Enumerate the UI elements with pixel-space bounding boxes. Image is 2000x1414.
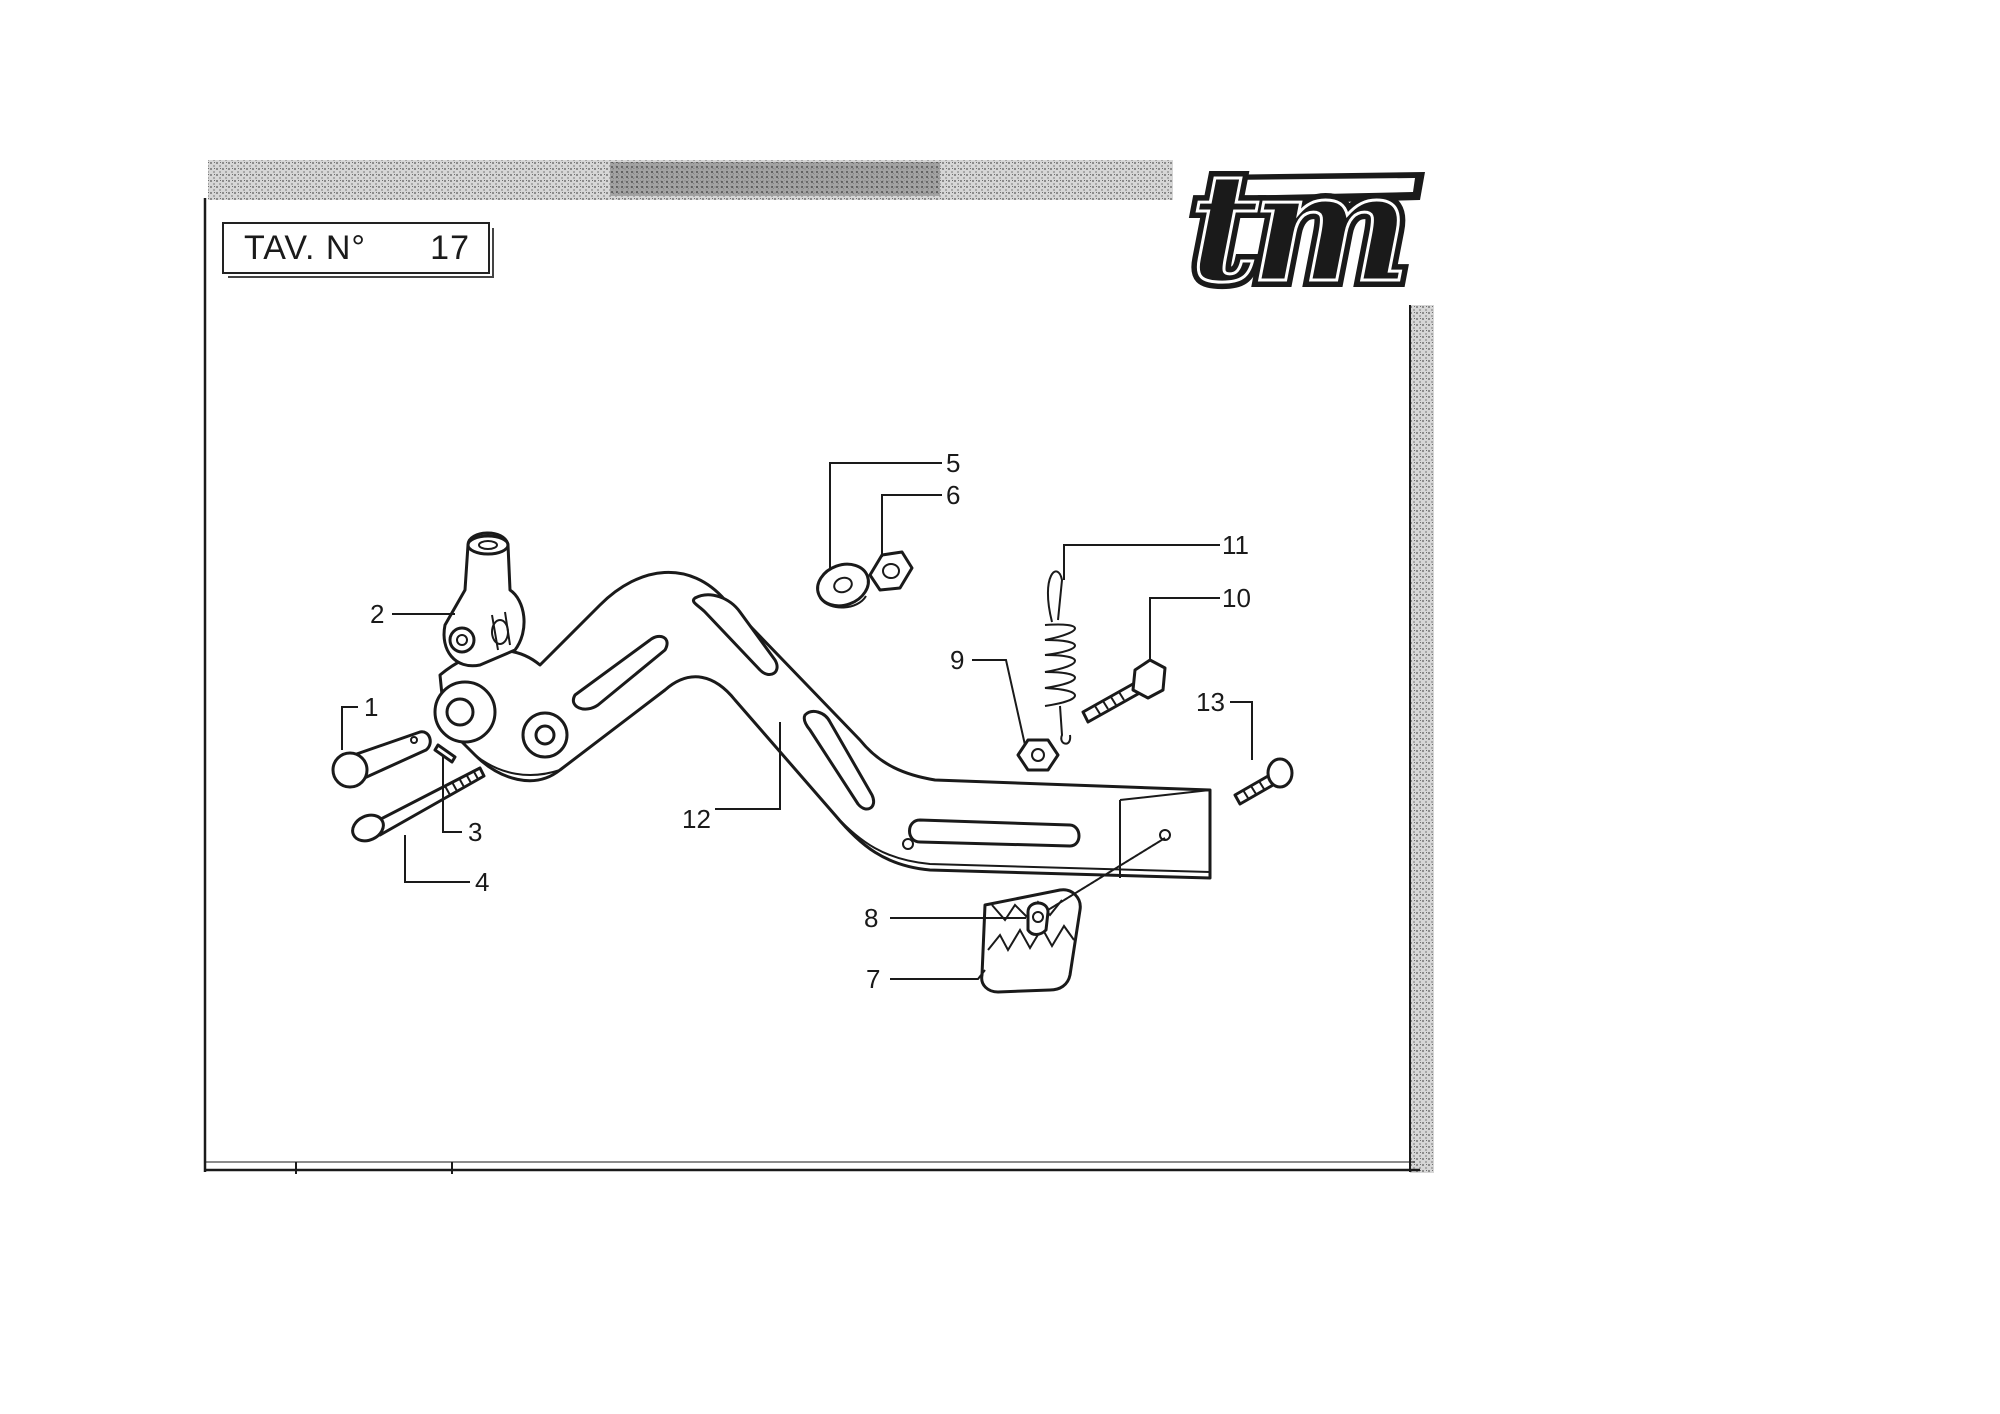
part-2-clevis	[442, 531, 526, 668]
part-8-peg-bolt	[1026, 837, 1166, 936]
part-11-spring	[1044, 570, 1076, 745]
leader-lines	[341, 462, 1253, 980]
callout-11: 11	[1222, 530, 1249, 560]
part-7-foot-peg	[980, 888, 1082, 994]
plate-number: 17	[430, 228, 470, 267]
callout-4: 4	[475, 867, 489, 897]
callout-7: 7	[866, 964, 880, 994]
scan-band-top-dark	[610, 162, 940, 196]
plate-label: TAV. N°	[244, 228, 366, 267]
part-12-brake-pedal	[433, 570, 1212, 880]
logo-text-inner: tm	[1190, 150, 1402, 300]
page-frame	[203, 198, 1420, 1174]
part-3-split-pin	[433, 743, 457, 764]
part-10-spring-bolt	[1081, 658, 1167, 724]
callout-13: 13	[1196, 687, 1225, 717]
part-13-adjust-screw	[1233, 757, 1294, 806]
callout-5: 5	[946, 448, 960, 478]
callout-2: 2	[370, 599, 384, 629]
part-4-pivot-bolt	[351, 766, 486, 843]
part-5-washer	[816, 562, 870, 609]
tm-logo: tm tm	[1183, 150, 1425, 300]
scan-band-right	[1410, 305, 1434, 1173]
part-9-spring-nut	[1016, 738, 1060, 772]
callout-8: 8	[864, 903, 878, 933]
callout-3: 3	[468, 817, 482, 847]
part-1-clevis-pin	[331, 730, 432, 789]
callout-9: 9	[950, 645, 964, 675]
callout-12: 12	[682, 804, 711, 834]
callout-1: 1	[364, 692, 378, 722]
logo-text: tm	[1190, 150, 1402, 300]
callout-6: 6	[946, 480, 960, 510]
callout-10: 10	[1222, 583, 1251, 613]
